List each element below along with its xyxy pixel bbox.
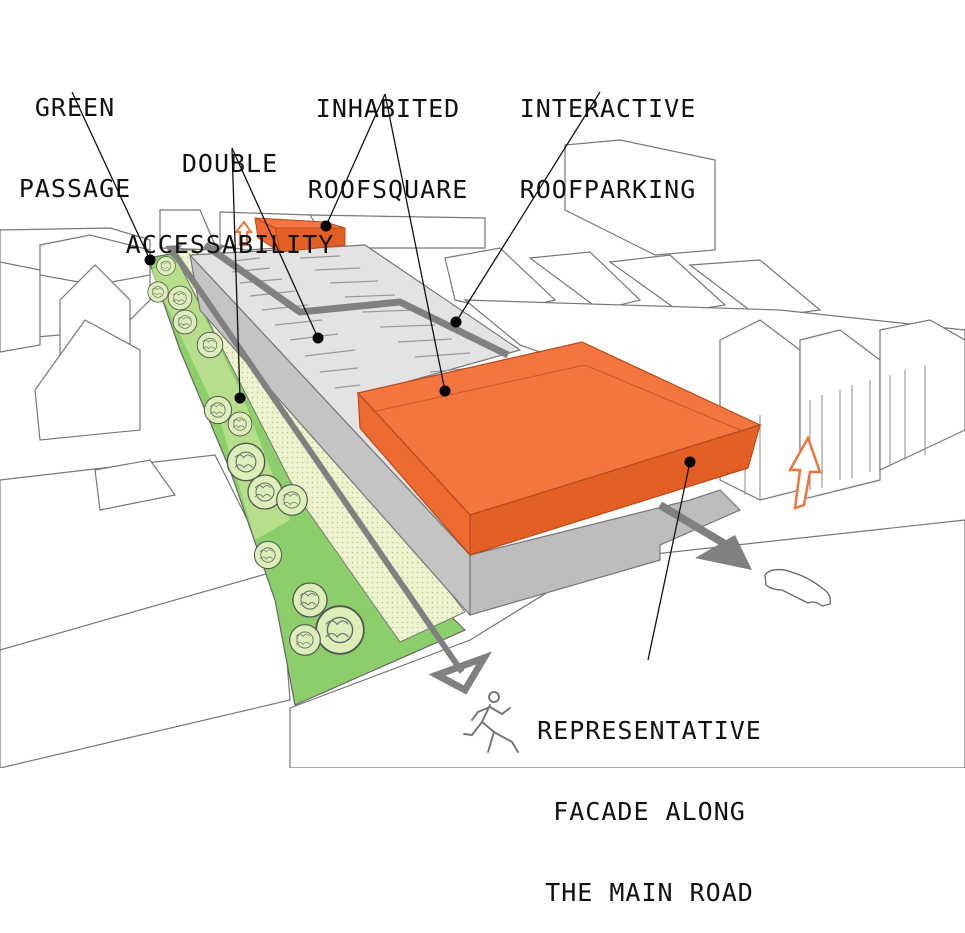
label-line: INTERACTIVE	[519, 94, 697, 123]
roof-path-arrowhead	[205, 245, 225, 256]
label-line: ROOFSQUARE	[307, 175, 469, 204]
tree-icon	[226, 442, 266, 482]
pedestrian-arrow-line	[169, 248, 465, 674]
start-arrowhead	[165, 245, 182, 258]
leader-lines	[71, 91, 691, 661]
car-arrowhead	[695, 535, 752, 570]
label-representative-facade: REPRESENTATIVE FACADE ALONG THE MAIN ROA…	[522, 663, 777, 933]
label-line: INHABITED	[315, 94, 461, 123]
tree-icon	[172, 309, 198, 335]
label-line: REPRESENTATIVE	[537, 716, 762, 745]
tree-icon	[227, 411, 253, 437]
tree-icon	[276, 484, 308, 516]
label-line: FACADE ALONG	[553, 797, 746, 826]
diagram-canvas: GREEN PASSAGE DOUBLE ACCESSABILITY INHAB…	[0, 40, 965, 906]
up-arrow-icon	[233, 220, 253, 246]
tree-icon	[292, 582, 328, 618]
label-line: DOUBLE	[181, 149, 279, 178]
orange-building-side	[357, 391, 471, 557]
axonometric-diagram	[0, 91, 965, 769]
up-arrow-icon	[787, 434, 822, 510]
car-icon	[764, 568, 831, 607]
roof-path-arrow	[202, 242, 510, 359]
label-inhabited-roofsquare: INHABITED ROOFSQUARE	[298, 41, 478, 230]
orange-building-inner-edge	[371, 364, 746, 433]
tree-icon	[315, 605, 365, 655]
label-interactive-roofparking: INTERACTIVE ROOFPARKING	[508, 41, 708, 230]
label-line: PASSAGE	[18, 174, 132, 203]
tree-icon	[289, 624, 321, 656]
label-double-accessability: DOUBLE ACCESSABILITY	[112, 96, 348, 285]
tree-icon	[167, 285, 193, 311]
label-line: GREEN	[34, 93, 116, 122]
tree-icon	[196, 331, 224, 359]
upper-orange-building-side	[254, 217, 281, 254]
pedestrian-icon	[463, 691, 519, 753]
tree-icon	[203, 395, 233, 425]
label-line: ACCESSABILITY	[125, 230, 335, 259]
label-line: THE MAIN ROAD	[545, 878, 754, 907]
label-line: ROOFPARKING	[519, 175, 697, 204]
leader-dots	[144, 220, 696, 468]
tree-icon	[253, 540, 283, 570]
pedestrian-arrowhead	[428, 651, 492, 695]
label-green-passage: GREEN PASSAGE	[10, 40, 140, 229]
parking-stripes	[224, 255, 486, 389]
